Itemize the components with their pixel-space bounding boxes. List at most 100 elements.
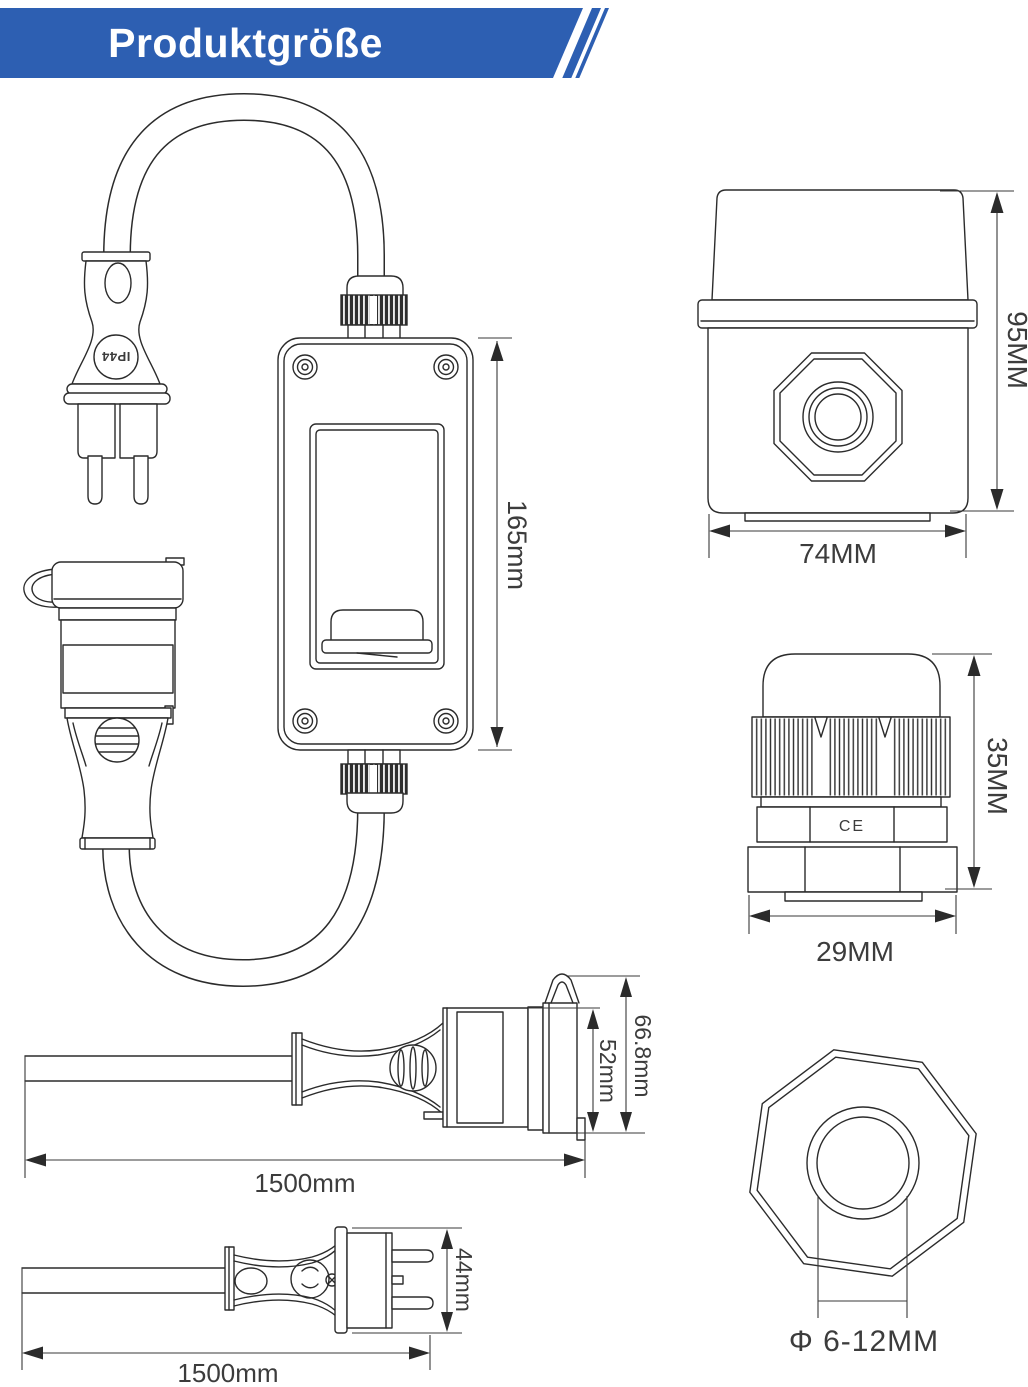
dimension-gland-clamp-range: Φ 6-12MM xyxy=(789,1196,939,1358)
box-window-inner xyxy=(315,429,439,664)
plug-collar-ring-2 xyxy=(63,392,171,405)
knurl-notch-1 xyxy=(814,717,828,738)
arrow-right-icon xyxy=(945,524,966,538)
coupling-lid xyxy=(51,561,184,609)
plug-top-flange xyxy=(81,251,151,262)
socket-cap-step xyxy=(576,1117,586,1141)
arrow-down-icon xyxy=(441,1312,453,1332)
socket-clip-inner xyxy=(550,981,574,1004)
arrow-down-icon xyxy=(990,489,1004,510)
arrow-right-icon xyxy=(409,1346,430,1360)
box-side-view: 95MM 74MM xyxy=(697,189,1028,569)
arrow-down-icon xyxy=(587,1112,599,1132)
arrow-left-icon xyxy=(22,1346,43,1360)
plug-grip-bottom-inner xyxy=(233,1293,345,1322)
gland-side-view: CE 35MM 29MM xyxy=(747,653,1013,967)
dimension-plug-height: 44mm xyxy=(352,1227,477,1334)
plug-symbol-circle xyxy=(290,1259,330,1299)
main-assembly-view: IP44 xyxy=(23,92,532,988)
title-banner: Produktgröße xyxy=(0,8,583,78)
socket-cylinder xyxy=(442,1007,529,1128)
gland-opening-outer xyxy=(806,1106,920,1220)
plug-center-notch xyxy=(391,1275,404,1285)
arrow-left-icon xyxy=(709,524,730,538)
dim-label-socket-overall-height: 66.8mm xyxy=(630,1014,656,1097)
dim-label-box-height: 165mm xyxy=(502,500,532,590)
plug-base-right-lobe xyxy=(119,403,158,459)
plug-base-left-lobe xyxy=(77,403,116,459)
plug-grip-top-outer xyxy=(233,1233,347,1262)
dimension-socket-overall-height: 66.8mm xyxy=(545,975,656,1134)
arrow-up-icon xyxy=(990,192,1004,213)
arrow-left-icon xyxy=(749,909,770,923)
gland-boss-inner xyxy=(779,358,897,476)
box-flange xyxy=(697,299,978,329)
dim-label-gland-width: 29MM xyxy=(816,936,894,967)
plug-marking-circle xyxy=(93,334,139,380)
plug-symbol-arc-top xyxy=(301,1266,319,1272)
dim-label-plug-height: 44mm xyxy=(451,1248,477,1312)
dimension-socket-body-height: 52mm xyxy=(528,1007,621,1132)
cable-top-arc xyxy=(103,92,385,282)
plug-collar xyxy=(334,1226,348,1334)
dim-label-box-side-height: 95MM xyxy=(1002,311,1028,389)
coupling-grip-circle xyxy=(94,717,140,763)
gland-knurl-group-2 xyxy=(827,718,879,796)
coupling-cable-flange xyxy=(79,837,156,850)
socket-grip-bottom-inner xyxy=(301,1080,441,1108)
dimension-box-height: 165mm xyxy=(478,337,532,751)
socket-grip-circle xyxy=(389,1044,437,1092)
gland-ce-band xyxy=(756,806,948,843)
box-corner-screws xyxy=(292,354,459,734)
arrow-down-icon xyxy=(967,867,981,888)
dim-label-socket-body-height: 52mm xyxy=(595,1039,621,1103)
gland-knurl-group-1 xyxy=(755,718,815,796)
plug-front-view: IP44 xyxy=(63,251,171,505)
bottom-gland-hex-base xyxy=(347,749,401,765)
socket-grip-bottom-outer xyxy=(301,1085,444,1115)
coupling-cylinder xyxy=(60,619,176,709)
arrow-up-icon xyxy=(620,977,632,997)
cable-bottom-arc xyxy=(102,807,385,988)
socket-cable-flange xyxy=(291,1032,303,1106)
plug-symbol-arc-bottom xyxy=(301,1283,319,1289)
plug-body xyxy=(71,260,161,385)
junction-box-front-view xyxy=(277,275,474,814)
gland-hex-nut xyxy=(747,846,958,893)
gland-step xyxy=(760,796,942,808)
coupling-step2 xyxy=(64,707,172,719)
arrow-up-icon xyxy=(967,655,981,676)
coupling-cylinder-band xyxy=(62,644,174,694)
socket-ring xyxy=(527,1006,544,1131)
arrow-up-icon xyxy=(441,1229,453,1249)
gland-knurl-group-3 xyxy=(891,718,948,796)
gland-opening-inner xyxy=(816,1116,910,1210)
plug-ip-rating-label: IP44 xyxy=(101,349,130,364)
page-title: Produktgröße xyxy=(108,19,383,66)
dim-label-clamp-range: Φ 6-12MM xyxy=(789,1325,939,1358)
gland-dome xyxy=(762,653,941,718)
box-body xyxy=(707,327,969,514)
plug-pin-left xyxy=(87,455,103,505)
box-inner-line xyxy=(283,343,468,745)
plug-grip-bottom-outer xyxy=(233,1299,347,1328)
dimension-box-side-width: 74MM xyxy=(708,514,967,569)
box-window-latch-tab xyxy=(330,609,424,649)
dimension-box-side-height: 95MM xyxy=(940,190,1028,512)
gland-octagon-outer xyxy=(749,1049,977,1277)
socket-cylinder-band xyxy=(456,1011,504,1124)
box-lid xyxy=(711,189,969,301)
coupling-clip-outer xyxy=(23,568,59,608)
dim-label-socket-cable-length: 1500mm xyxy=(254,1168,355,1198)
arrow-up-icon xyxy=(490,341,504,361)
arrow-left-icon xyxy=(25,1153,46,1167)
socket-bottom-tab xyxy=(423,1111,444,1120)
dim-label-box-side-width: 74MM xyxy=(799,538,877,569)
box-window-outer xyxy=(309,423,445,670)
socket-side-view: 52mm 66.8mm 1500mm xyxy=(24,973,656,1198)
knurl-notch-2 xyxy=(878,717,892,738)
coupling-lid-step xyxy=(58,607,177,621)
arrow-right-icon xyxy=(935,909,956,923)
dim-label-plug-cable-length: 1500mm xyxy=(177,1358,278,1387)
